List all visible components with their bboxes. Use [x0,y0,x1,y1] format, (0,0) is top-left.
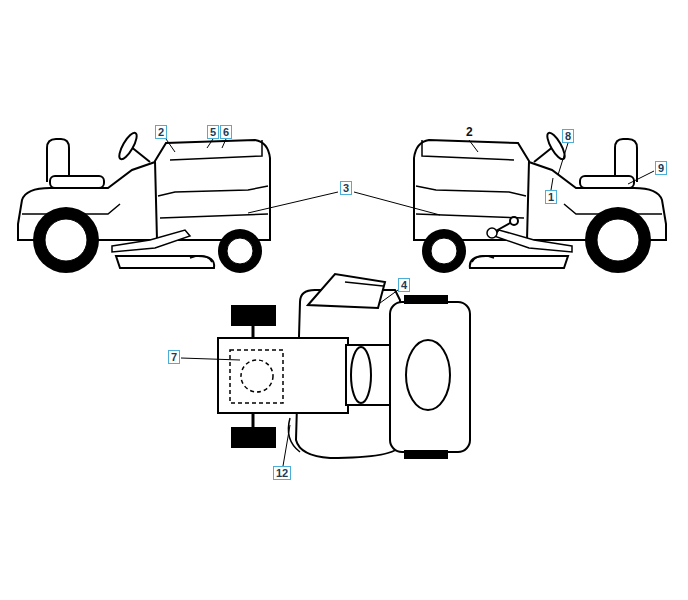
lift-lever [487,217,518,238]
leader-lines-shape [628,171,654,184]
leader-lines-shape [166,139,175,152]
leader-lines-shape [181,358,240,360]
tractor-top-view-shape [218,338,348,413]
tractor-top-view-shape [232,306,275,325]
callout-box: 12 [273,466,291,480]
callout-box: 4 [398,278,410,292]
tractor-top-view-shape [308,274,385,308]
leader-lines-shape [469,140,478,152]
tractor-top-view-shape [351,347,371,403]
tractor-top-view-shape [288,418,300,452]
callout-number: 2 [466,126,473,139]
callout-number: 2 [158,126,164,138]
leader-lines-shape [283,425,290,466]
callout-box: 2 [155,125,167,139]
callout-number: 12 [276,467,288,479]
tractor-top-view-shape [252,413,255,428]
callout-box: 5 [207,125,219,139]
leader-lines-shape [207,139,213,148]
right-tractor [414,131,666,273]
callout-number: 7 [171,351,177,363]
leader-lines-shape [558,143,568,175]
tractor-top-view-shape [390,302,470,452]
tractor-top-view-shape [346,345,396,405]
callout-number: 1 [548,191,554,203]
tractor-top-view-shape [252,325,255,338]
callout-number: 8 [565,130,571,142]
callout-number: 4 [401,279,407,291]
leader-lines [166,139,654,466]
tractor-top-view-shape [232,428,275,447]
callout-box: 1 [545,190,557,204]
lift-lever-shape [510,217,518,225]
leader-lines-shape [551,178,553,190]
tractor-top-view-shape [405,451,447,458]
callout-box: 6 [220,125,232,139]
callout-box: 8 [562,129,574,143]
tractor-top-view-shape [405,296,447,303]
leader-lines-shape [380,290,398,303]
callout-number: 9 [658,162,664,174]
tractor-top-view [218,274,470,458]
leader-lines-shape [248,192,338,213]
tractor-top-view-shape [241,360,273,392]
leader-lines-shape [222,139,226,148]
tractor-top-view-shape [406,340,450,410]
callout-number: 3 [343,182,349,194]
callout-number: 6 [223,126,229,138]
callout-box: 3 [340,181,352,195]
lift-lever-shape [487,228,497,238]
callout-number: 5 [210,126,216,138]
tractor-top-view-shape [230,350,283,403]
callout-box: 7 [168,350,180,364]
tractor-top-view-shape [345,282,383,286]
callout-box: 9 [655,161,667,175]
left-tractor [18,131,270,273]
leader-lines-shape [354,192,440,215]
